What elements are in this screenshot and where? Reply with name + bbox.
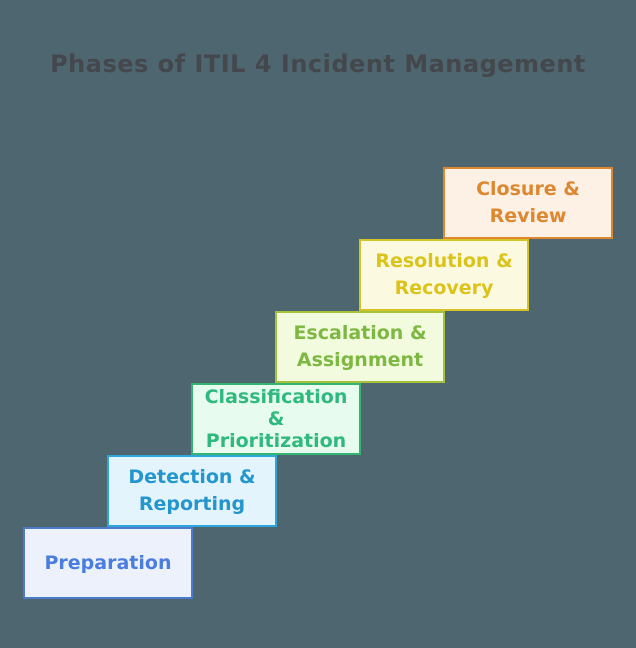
phase-label: Assignment: [296, 349, 424, 371]
phase-label: Classification: [204, 386, 348, 408]
phase-box-detection-reporting: Detection & Reporting: [107, 455, 277, 527]
phase-label: &: [267, 408, 285, 430]
phase-box-preparation: Preparation: [23, 527, 193, 599]
diagram-title: Phases of ITIL 4 Incident Management: [50, 50, 586, 78]
phase-label: Closure &: [476, 178, 580, 200]
phase-label: Detection &: [128, 466, 256, 488]
phase-label: Prioritization: [205, 430, 347, 452]
phase-label: Resolution &: [375, 250, 513, 272]
phase-box-escalation-assignment: Escalation & Assignment: [275, 311, 445, 383]
phase-box-closure-review: Closure & Review: [443, 167, 613, 239]
phase-box-classification-prioritization: Classification & Prioritization: [191, 383, 361, 455]
phase-box-resolution-recovery: Resolution & Recovery: [359, 239, 529, 311]
phase-label: Escalation &: [293, 322, 427, 344]
phase-label: Review: [489, 205, 567, 227]
phase-label: Reporting: [138, 493, 246, 515]
phase-label: Recovery: [394, 277, 494, 299]
phase-label: Preparation: [44, 551, 172, 574]
